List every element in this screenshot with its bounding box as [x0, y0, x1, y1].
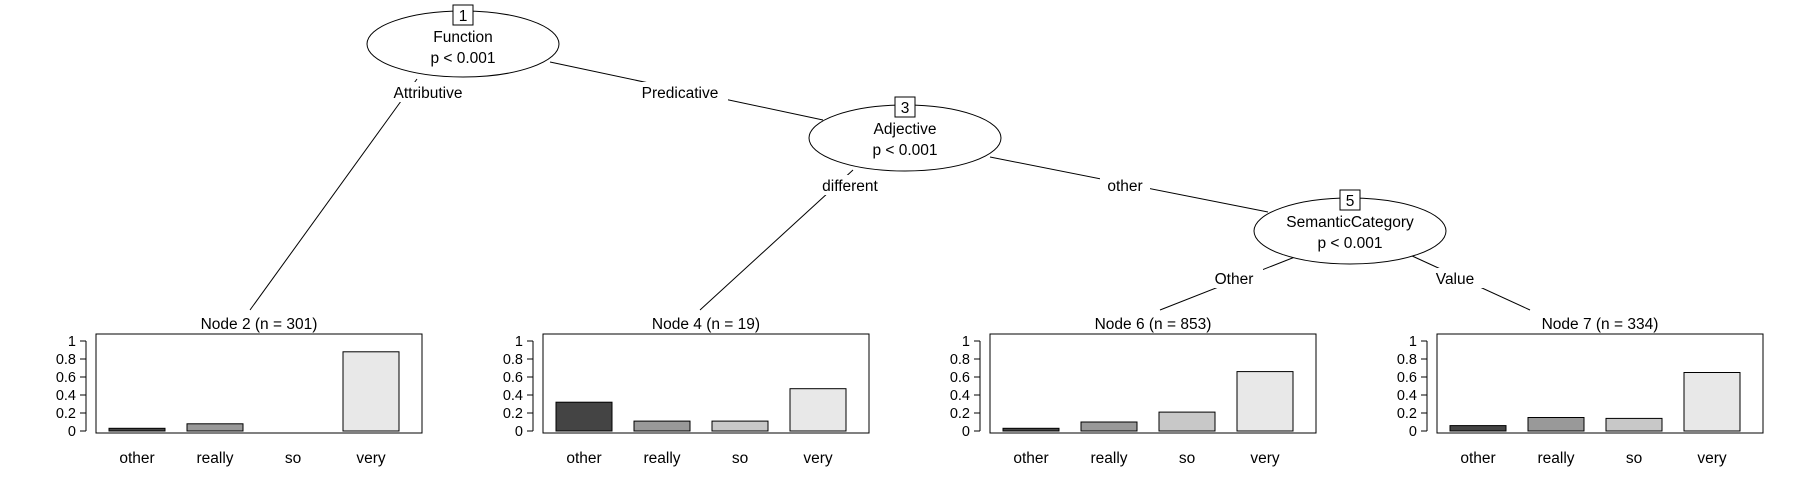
- node-id-box: [1339, 189, 1361, 211]
- y-tick-label: 0.8: [950, 352, 970, 368]
- inner-node-1: 1 Function p < 0.001: [366, 4, 560, 78]
- node-id: 1: [459, 8, 468, 25]
- y-tick-label: 0.2: [950, 406, 970, 422]
- node-variable: SemanticCategory: [1286, 214, 1414, 231]
- y-tick-label: 1: [515, 334, 523, 350]
- y-tick-label: 0.2: [1397, 406, 1417, 422]
- inner-node-5: 5 SemanticCategory p < 0.001: [1253, 189, 1447, 265]
- y-tick-label: 1: [68, 334, 76, 350]
- edge-label-predicative: Predicative: [642, 85, 719, 102]
- edge-label-other-category: Other: [1215, 271, 1254, 288]
- x-category-label: other: [119, 450, 154, 467]
- y-tick-label: 0: [515, 424, 523, 440]
- edge-label-value: Value: [1436, 271, 1475, 288]
- bar-so: [1158, 411, 1216, 432]
- leaf-title: Node 4 (n = 19): [652, 316, 760, 333]
- y-tick-label: 0: [962, 424, 970, 440]
- x-category-label: really: [196, 450, 233, 467]
- y-tick-label: 0.2: [56, 406, 76, 422]
- y-tick-label: 0.8: [503, 352, 523, 368]
- leaf-title: Node 6 (n = 853): [1095, 316, 1212, 333]
- edge-labels: Attributive Predicative different other …: [378, 82, 1484, 288]
- x-category-label: really: [643, 450, 680, 467]
- inner-node-3: 3 Adjective p < 0.001: [808, 96, 1002, 172]
- bar-so: [711, 420, 769, 432]
- y-tick-label: 1: [1409, 334, 1417, 350]
- y-tick-label: 0.6: [56, 370, 76, 386]
- bar-really: [1527, 417, 1585, 432]
- y-tick-label: 0: [68, 424, 76, 440]
- bar-very: [789, 388, 847, 432]
- bar-so: [1605, 417, 1663, 432]
- node-id: 3: [901, 100, 910, 117]
- bar-other: [1002, 427, 1060, 432]
- edge-label-attributive: Attributive: [394, 85, 463, 102]
- y-tick-label: 0.8: [56, 352, 76, 368]
- y-tick-label: 0: [1409, 424, 1417, 440]
- node-variable: Function: [433, 29, 492, 46]
- y-tick-label: 0.4: [950, 388, 970, 404]
- y-tick-label: 0.4: [503, 388, 523, 404]
- y-tick-label: 0.4: [1397, 388, 1417, 404]
- x-category-label: so: [732, 450, 748, 467]
- y-tick-label: 0.6: [503, 370, 523, 386]
- y-tick-label: 1: [962, 334, 970, 350]
- bar-really: [633, 420, 691, 432]
- node-id: 5: [1346, 193, 1355, 210]
- x-category-label: other: [1460, 450, 1495, 467]
- edge-label-other: other: [1107, 178, 1142, 195]
- node-variable: Adjective: [874, 121, 937, 138]
- x-category-label: really: [1537, 450, 1574, 467]
- x-category-label: very: [803, 450, 833, 467]
- x-category-label: really: [1090, 450, 1127, 467]
- y-tick-label: 0.4: [56, 388, 76, 404]
- node-id-box: [452, 4, 474, 26]
- bar-really: [186, 423, 244, 432]
- x-category-label: other: [1013, 450, 1048, 467]
- x-category-label: very: [356, 450, 386, 467]
- y-tick-label: 0.6: [950, 370, 970, 386]
- bar-other: [1449, 425, 1507, 432]
- bar-other: [108, 427, 166, 432]
- x-category-label: so: [1179, 450, 1195, 467]
- edge-label-different: different: [822, 178, 878, 195]
- node-pvalue: p < 0.001: [872, 142, 937, 159]
- bar-other: [555, 401, 613, 432]
- y-tick-label: 0.2: [503, 406, 523, 422]
- node-id-box: [894, 96, 916, 118]
- x-category-label: so: [1626, 450, 1642, 467]
- node-pvalue: p < 0.001: [430, 50, 495, 67]
- x-category-label: very: [1250, 450, 1280, 467]
- y-tick-label: 0.8: [1397, 352, 1417, 368]
- bar-really: [1080, 421, 1138, 432]
- terminal-node-2: Node 2 (n = 301) 0 0.2 0.4 0.6 0.8 1 other reall…: [56, 316, 423, 467]
- edge-1-2: [249, 78, 418, 311]
- y-tick-label: 0.6: [1397, 370, 1417, 386]
- node-pvalue: p < 0.001: [1317, 235, 1382, 252]
- leaf-title: Node 7 (n = 334): [1542, 316, 1659, 333]
- terminal-node-7: Node 7 (n = 334) 0 0.2 0.4 0.6 0.8 1 other reall…: [1397, 316, 1764, 467]
- bar-very: [1683, 372, 1741, 432]
- terminal-node-6: Node 6 (n = 853) 0 0.2 0.4 0.6 0.8 1 other reall…: [950, 316, 1317, 467]
- x-category-label: other: [566, 450, 601, 467]
- x-category-label: so: [285, 450, 301, 467]
- bar-very: [342, 351, 400, 432]
- x-category-label: very: [1697, 450, 1727, 467]
- leaf-title: Node 2 (n = 301): [201, 316, 318, 333]
- terminal-node-4: Node 4 (n = 19) 0 0.2 0.4 0.6 0.8 1 other really…: [503, 316, 870, 467]
- bar-very: [1236, 371, 1294, 432]
